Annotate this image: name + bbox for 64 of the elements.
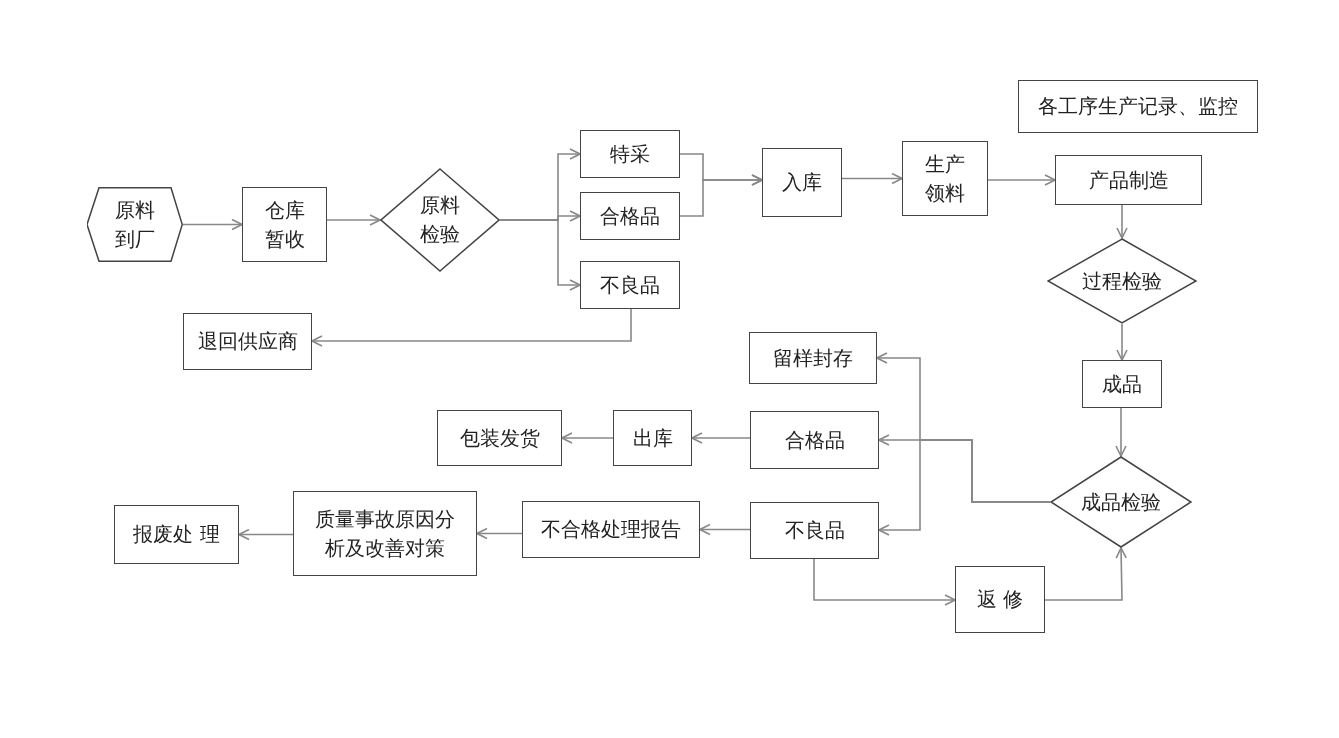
arrow [476,527,523,540]
node-label: 合格品 [784,426,845,454]
arrow [1116,323,1128,361]
process-box [750,502,879,559]
arrow [311,308,632,347]
arrow [841,172,903,185]
process-box [242,187,327,262]
node-label: 产品制造 [1088,166,1169,194]
process-box [580,130,680,178]
process-box [750,411,879,469]
arrow [182,218,243,231]
node-label: 入库 [782,169,822,196]
arrow [813,558,956,606]
process-box [1055,155,1202,205]
node-label: 仓库暂收 [263,196,306,253]
arrow [326,214,381,226]
arrow [878,439,1051,536]
node-label: 出库 [632,424,673,452]
node-label: 报废处 理 [133,521,220,548]
arrow [691,432,751,444]
node-label: 各工序生产记录、监控 [1038,93,1238,120]
node-label: 留样封存 [773,344,853,372]
arrow [238,528,294,541]
arrow [1116,204,1128,239]
node-label: 生产领料 [924,150,966,207]
arrow [1044,547,1127,601]
process-box [293,491,477,576]
node-label: 质量事故原因分析及改善对策 [314,505,456,562]
process-box [613,410,692,466]
hexagon-node [87,187,183,262]
node-label: 特采 [610,140,650,168]
process-box [902,141,988,216]
node-label: 原料到厂 [114,196,156,253]
process-box [955,566,1045,633]
arrow [699,523,751,536]
decision-diamond [1050,456,1192,548]
process-box [114,505,239,564]
arrow [679,174,763,217]
arrow [987,174,1056,186]
node-label: 不合格处理报告 [541,516,681,543]
process-box [580,261,680,309]
node-label: 成品 [1102,370,1142,398]
process-box [762,148,842,217]
process-box [749,332,877,384]
node-label: 退回供应商 [197,328,298,355]
arrow [499,219,581,291]
node-label: 包装发货 [459,424,540,452]
process-box [1082,360,1162,408]
process-box [580,192,680,240]
arrow [561,432,614,444]
decision-diamond [1047,238,1197,324]
node-label: 合格品 [600,202,660,230]
node-label: 返 修 [976,586,1024,613]
node-label: 成品检验 [1081,488,1161,516]
process-box [1018,80,1258,133]
node-label: 不良品 [600,271,660,299]
process-box [522,501,700,558]
process-box [437,410,562,466]
node-label: 不良品 [784,517,845,544]
node-label: 过程检验 [1082,267,1162,295]
node-label: 原料检验 [419,192,461,248]
arrow [1115,407,1127,457]
decision-diamond [380,168,500,272]
process-box [183,313,312,370]
